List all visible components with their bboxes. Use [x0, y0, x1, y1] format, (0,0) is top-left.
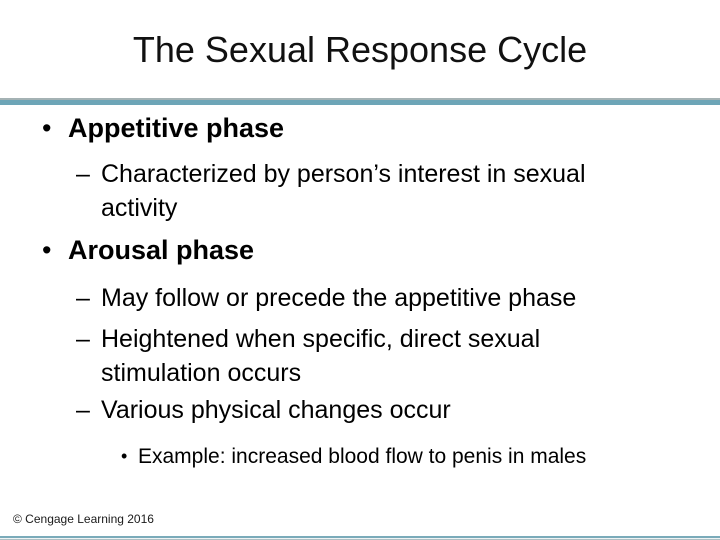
title-divider-rule	[0, 98, 720, 105]
dash-icon: –	[76, 325, 90, 353]
bullet-dot-icon: •	[42, 235, 52, 265]
bullet-item-arousal: • Arousal phase	[0, 233, 720, 268]
example-bullet-text: Example: increased blood flow to penis i…	[138, 445, 587, 468]
dash-icon: –	[76, 160, 90, 188]
sub-bullet-item-may-follow: – May follow or precede the appetitive p…	[0, 281, 720, 315]
sub-bullet-item-characterized: – Characterized by person’s interest in …	[0, 157, 720, 225]
bullet-dot-icon: •	[121, 446, 128, 466]
sub-bullet-item-heightened: – Heightened when specific, direct sexua…	[0, 322, 720, 390]
sub-bullet-text: Characterized by person’s interest in se…	[101, 160, 586, 222]
dash-icon: –	[76, 284, 90, 312]
sub-bullet-text: Heightened when specific, direct sexual …	[101, 325, 541, 387]
sub-bullet-text: Various physical changes occur	[101, 396, 451, 424]
bullet-text: Appetitive phase	[68, 113, 285, 143]
bullet-text: Arousal phase	[68, 235, 255, 265]
slide-title: The Sexual Response Cycle	[132, 29, 588, 70]
footer-divider-rule	[0, 536, 720, 540]
copyright-text: © Cengage Learning 2016	[13, 512, 154, 526]
bullet-item-appetitive: • Appetitive phase	[0, 111, 720, 146]
bullet-dot-icon: •	[42, 113, 52, 143]
sub-bullet-text: May follow or precede the appetitive pha…	[101, 284, 577, 312]
example-bullet-item: • Example: increased blood flow to penis…	[0, 443, 720, 470]
dash-icon: –	[76, 396, 90, 424]
sub-bullet-item-various: – Various physical changes occur	[0, 393, 720, 427]
